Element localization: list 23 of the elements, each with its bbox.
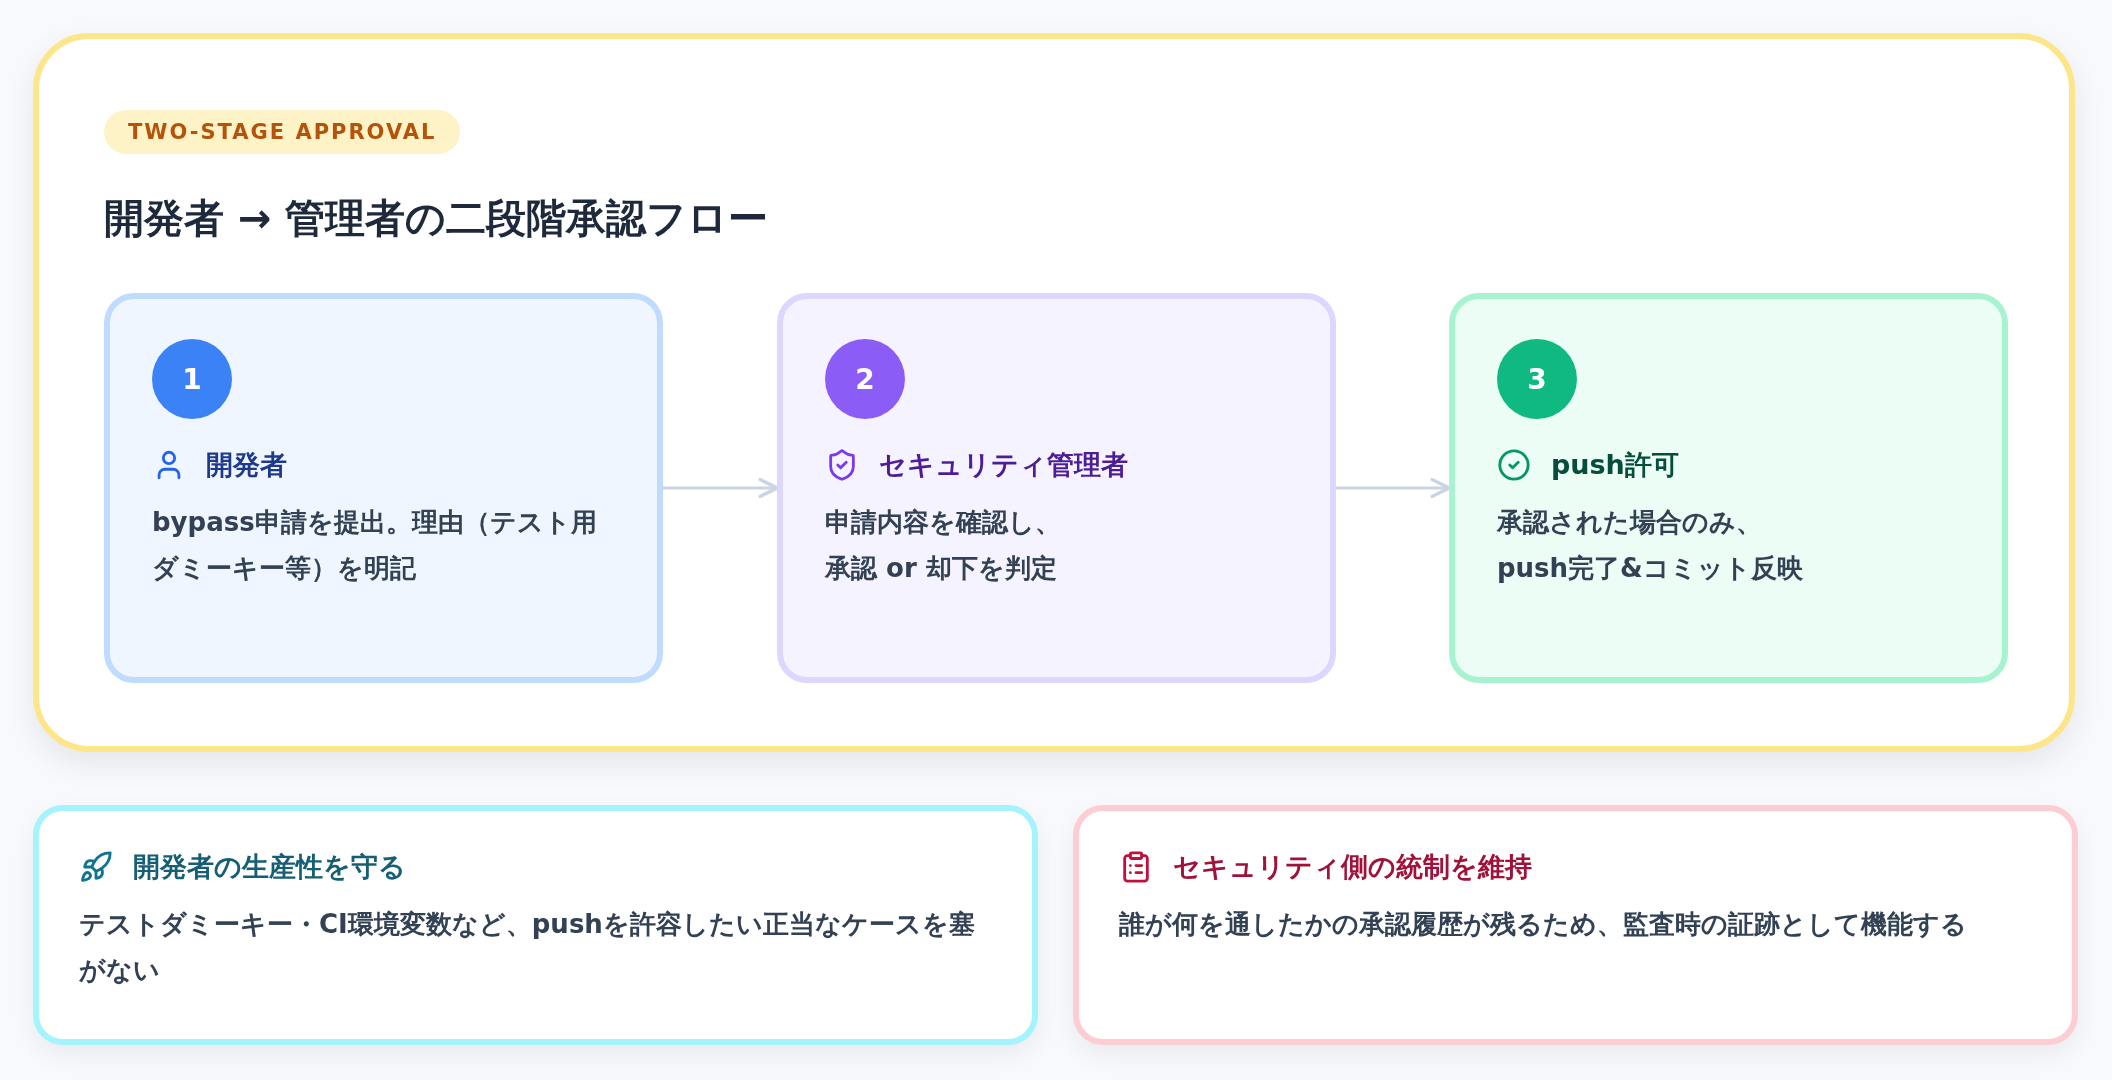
info-card — [33, 805, 1038, 1045]
arrow — [663, 477, 779, 499]
step-heading: セキュリティ管理者 — [879, 448, 1128, 482]
step-description: 申請内容を確認し、承認 or 却下を判定 — [825, 506, 1062, 585]
step-heading: push許可 — [1551, 448, 1679, 482]
step-description: 承認された場合のみ、push完了&コミット反映 — [1497, 506, 1804, 585]
arrow — [1336, 477, 1451, 499]
step-card — [1449, 293, 2008, 683]
step-card — [104, 293, 663, 683]
step-number: 3 — [1497, 339, 1577, 419]
step-description: bypass申請を提出。理由（テスト用ダミーキー等）を明記 — [152, 506, 598, 585]
card-description: 誰が何を通したかの承認履歴が残るため、監査時の証跡として機能する — [1119, 908, 1968, 941]
panel-card — [33, 33, 2075, 752]
step-number: 2 — [825, 339, 905, 419]
tag-pill: TWO-STAGE APPROVAL — [104, 110, 461, 154]
card-description: テストダミーキー・CI環境変数など、pushを許容したい正当なケースを塞がない — [79, 908, 976, 987]
step-heading: 開発者 — [206, 448, 287, 482]
card-heading: セキュリティ側の統制を維持 — [1173, 850, 1532, 884]
title: 開発者 → 管理者の二段階承認フロー — [104, 194, 769, 243]
step-card — [777, 293, 1336, 683]
card-heading: 開発者の生産性を守る — [133, 850, 406, 884]
step-number: 1 — [152, 339, 232, 419]
info-card — [1073, 805, 2078, 1045]
